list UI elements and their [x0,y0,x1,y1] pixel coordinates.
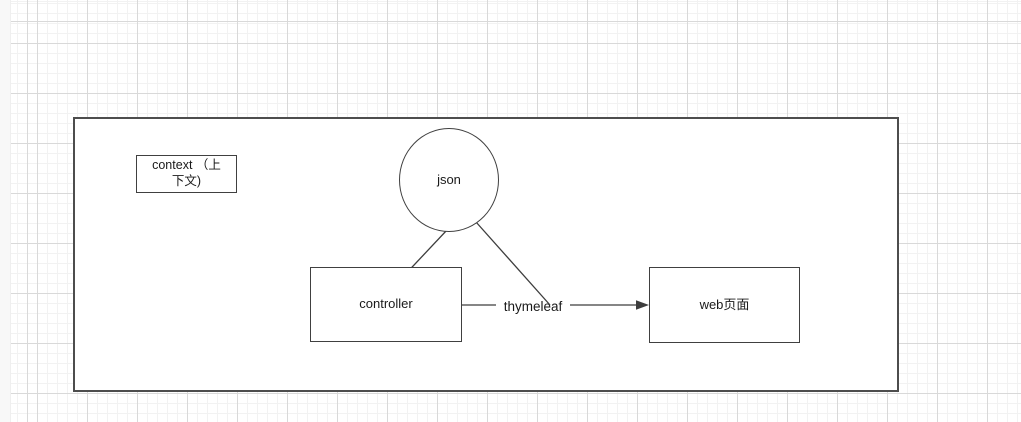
node-controller-label: controller [359,296,413,312]
edge-json-to-thymeleaf[interactable] [475,221,551,306]
node-json[interactable]: json [399,128,499,232]
node-controller[interactable]: controller [310,267,462,342]
node-json-label: json [437,171,461,187]
canvas-left-margin [0,0,11,422]
node-context[interactable]: context （上 下文) [136,155,237,193]
node-context-label: context （上 下文) [152,158,221,188]
edge-label-thymeleaf[interactable]: thymeleaf [496,298,570,315]
node-web-label: web页面 [699,296,750,312]
node-web[interactable]: web页面 [649,267,800,343]
